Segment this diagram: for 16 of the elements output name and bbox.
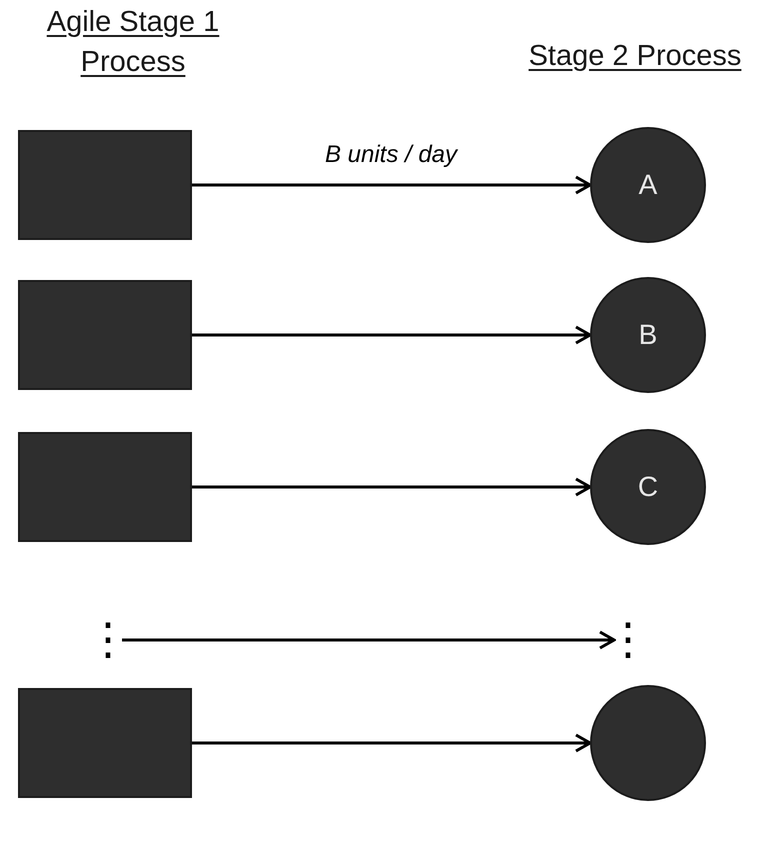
process-box	[18, 688, 192, 798]
process-box	[18, 432, 192, 542]
ellipsis-text: ⋮	[86, 618, 130, 662]
ellipsis-text: ⋮	[606, 618, 650, 662]
node-label: A	[638, 171, 658, 199]
arrow	[122, 630, 616, 650]
column-heading: Agile Stage 1 Process	[46, 5, 220, 80]
arrow	[192, 326, 592, 344]
node-label: C	[638, 473, 658, 501]
arrow	[192, 176, 592, 194]
arrow	[192, 478, 592, 496]
process-box	[18, 280, 192, 390]
column-heading: Stage 2 Process	[528, 39, 742, 74]
node-label: B	[638, 321, 658, 349]
arrow	[192, 734, 592, 752]
process-box	[18, 130, 192, 240]
